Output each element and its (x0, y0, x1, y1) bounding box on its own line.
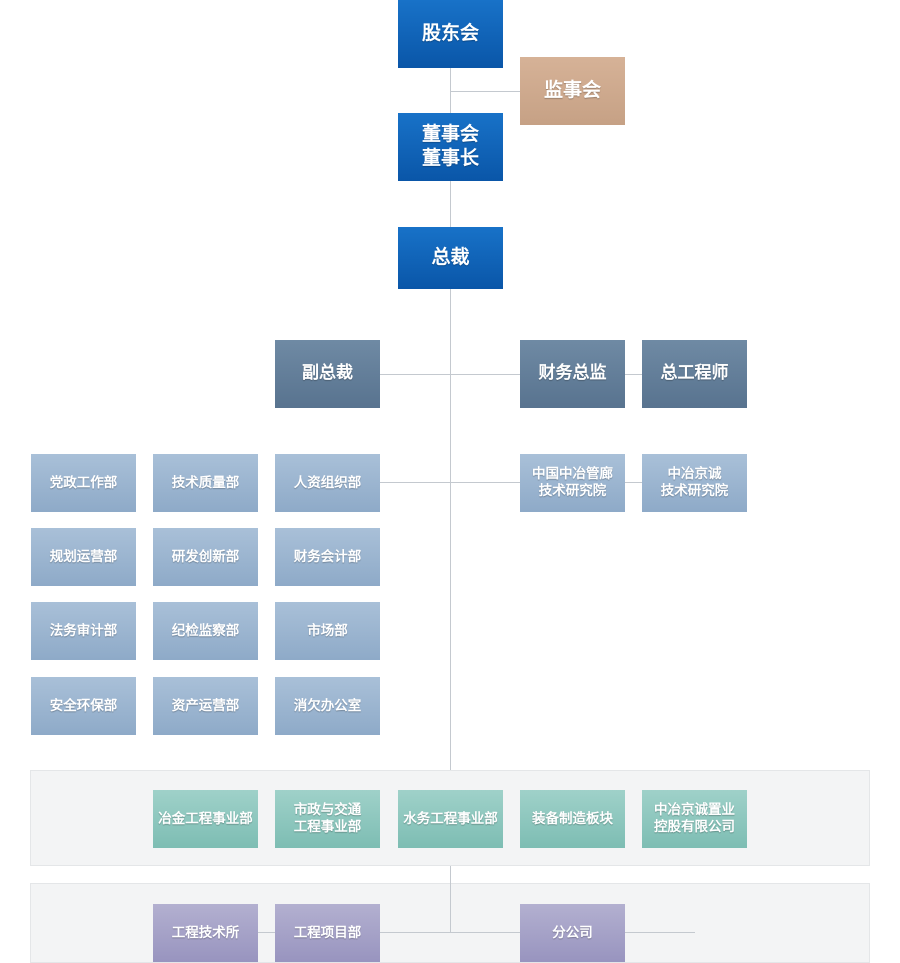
subsidiary-box[interactable]: 工程技术所 (153, 904, 258, 962)
institutes-connector-right (625, 482, 642, 483)
departments-connector (380, 482, 450, 483)
institutes-connector (451, 482, 520, 483)
supervisory-connector (450, 91, 520, 92)
institute-box[interactable]: 中国中冶管廊 技术研究院 (520, 454, 625, 512)
shareholders-box[interactable]: 股东会 (398, 0, 503, 68)
vice-president-box[interactable]: 副总裁 (275, 340, 380, 408)
business-unit-box[interactable]: 水务工程事业部 (398, 790, 503, 848)
board-box[interactable]: 董事会 董事长 (398, 113, 503, 181)
subsidiary-box[interactable]: 工程项目部 (275, 904, 380, 962)
main-trunk-line (450, 68, 451, 770)
department-box[interactable]: 消欠办公室 (275, 677, 380, 735)
cfo-box[interactable]: 财务总监 (520, 340, 625, 408)
subsidiary-box[interactable]: 分公司 (520, 904, 625, 962)
department-box[interactable]: 安全环保部 (31, 677, 136, 735)
department-box[interactable]: 党政工作部 (31, 454, 136, 512)
department-box[interactable]: 技术质量部 (153, 454, 258, 512)
business-unit-box[interactable]: 市政与交通 工程事业部 (275, 790, 380, 848)
department-box[interactable]: 资产运营部 (153, 677, 258, 735)
business-unit-box[interactable]: 装备制造板块 (520, 790, 625, 848)
department-box[interactable]: 研发创新部 (153, 528, 258, 586)
department-box[interactable]: 法务审计部 (31, 602, 136, 660)
president-box[interactable]: 总裁 (398, 227, 503, 289)
supervisory-board-box[interactable]: 监事会 (520, 57, 625, 125)
business-unit-box[interactable]: 冶金工程事业部 (153, 790, 258, 848)
department-box[interactable]: 财务会计部 (275, 528, 380, 586)
trunk-line-lower (450, 866, 451, 932)
institute-box[interactable]: 中冶京诚 技术研究院 (642, 454, 747, 512)
department-box[interactable]: 纪检监察部 (153, 602, 258, 660)
department-box[interactable]: 市场部 (275, 602, 380, 660)
business-unit-box[interactable]: 中冶京诚置业 控股有限公司 (642, 790, 747, 848)
subsidiaries-connector (258, 932, 695, 933)
chief-engineer-box[interactable]: 总工程师 (642, 340, 747, 408)
department-box[interactable]: 规划运营部 (31, 528, 136, 586)
executives-connector (380, 374, 642, 375)
department-box[interactable]: 人资组织部 (275, 454, 380, 512)
